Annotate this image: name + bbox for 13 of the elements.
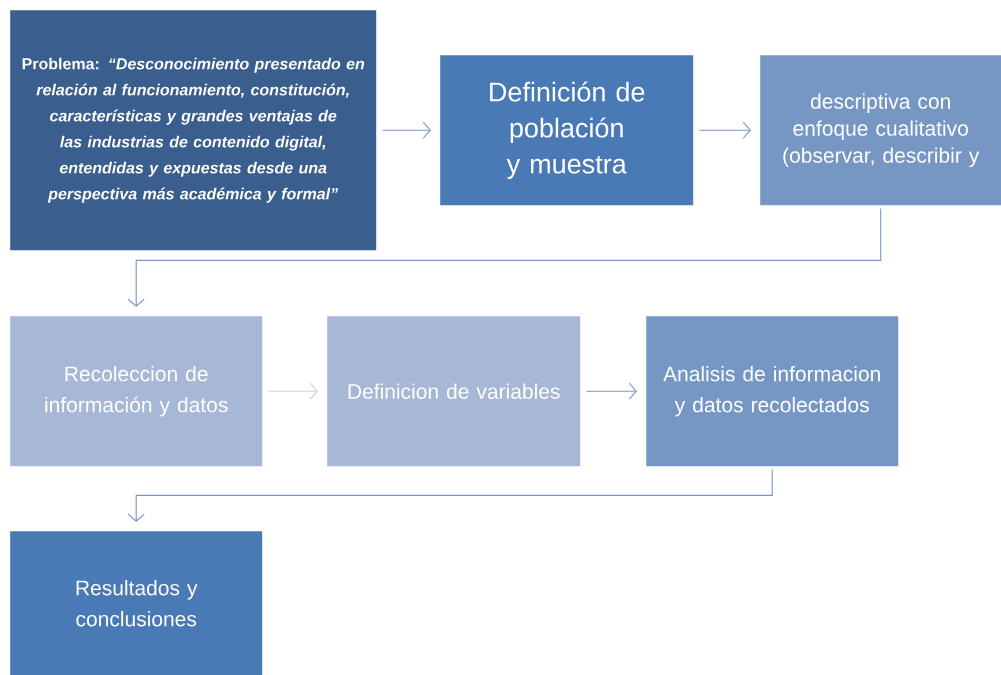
arrow: [698, 121, 751, 139]
process-box: Definición de población y muestra: [440, 55, 694, 206]
process-box: descriptiva con enfoque cualitativo (observar, describir y: [760, 55, 1001, 206]
process-box: Definicion de variables: [327, 316, 581, 467]
process-box: Recoleccion de información y datos: [10, 316, 263, 467]
arrow: [267, 382, 318, 400]
arrow: [127, 207, 882, 307]
process-box: Analisis de informacion y datos recolectados: [646, 316, 899, 467]
process-box: Problema: “Desconocimiento presentado en relación al funcionamiento, constitución, características y grandes ventajas de las industrias de contenido digital, entendidas y expuestas desde una perspectiva más académica y formal”: [10, 10, 377, 251]
arrow: [127, 468, 773, 522]
arrow: [381, 121, 431, 139]
arrow: [585, 382, 637, 400]
process-box: Resultados y conclusiones: [10, 531, 263, 675]
